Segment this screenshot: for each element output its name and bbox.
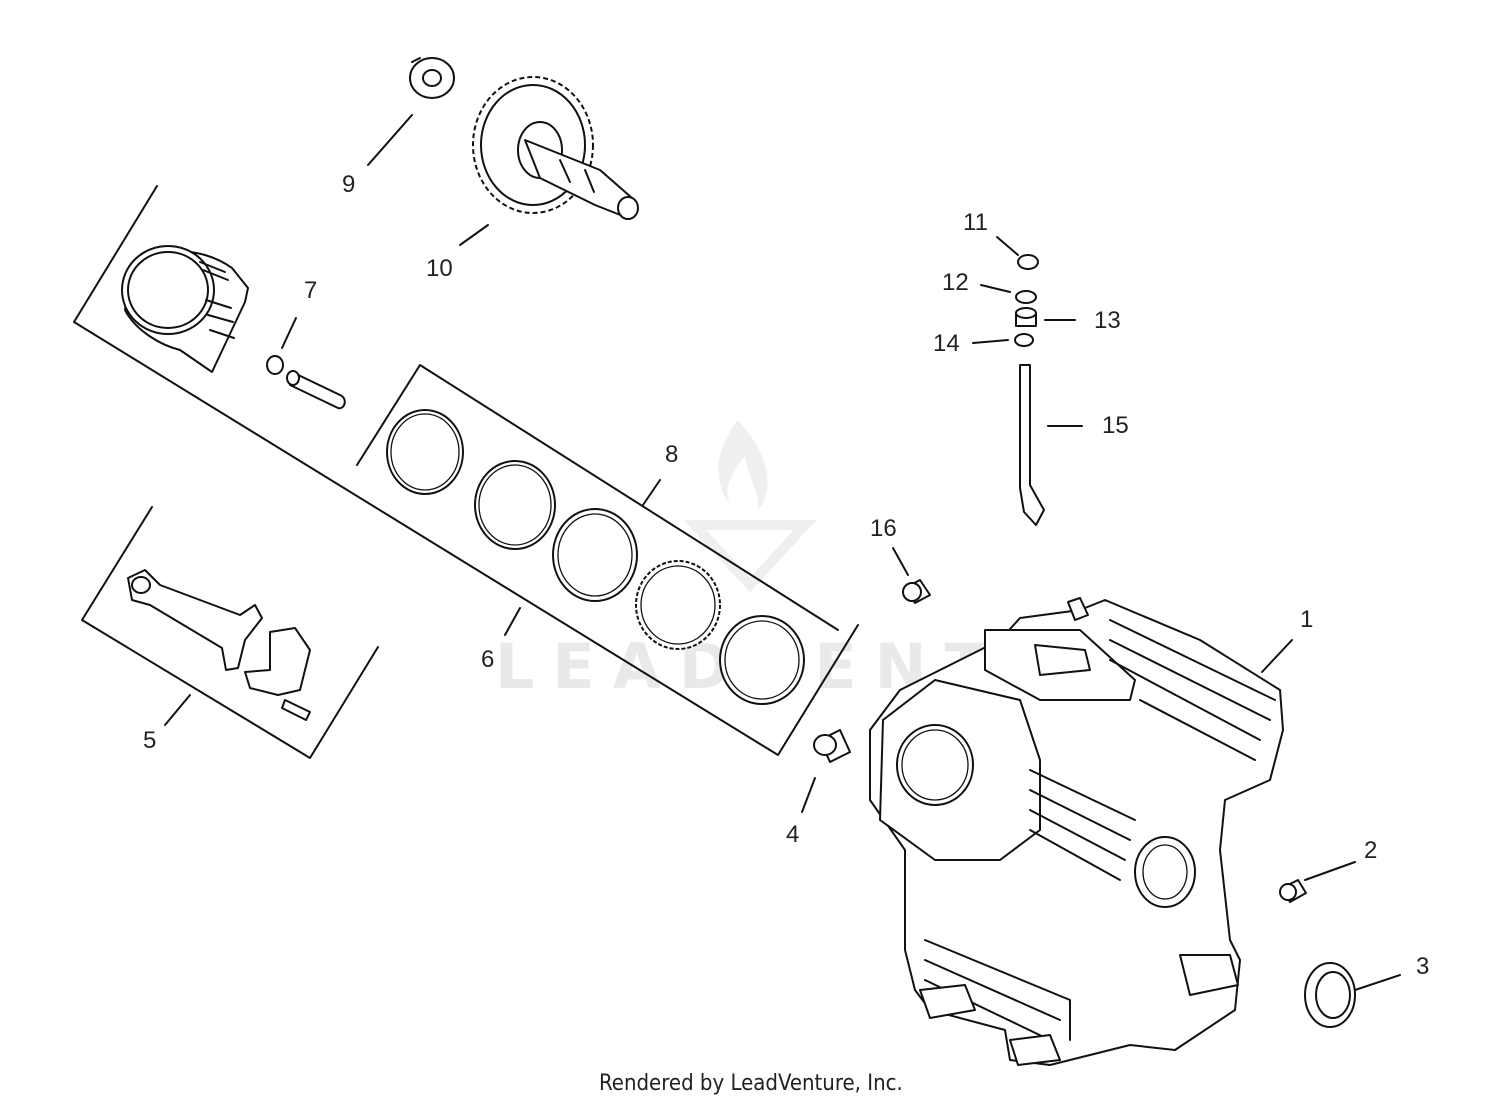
callout-8: 8 [665, 441, 678, 468]
breather-assembly-part [1014, 254, 1045, 526]
callout-10: 10 [426, 255, 453, 282]
callout-5: 5 [143, 727, 156, 754]
piston-pin-part [266, 355, 346, 410]
leader-lines [164, 114, 1401, 991]
oil-seal-part [1304, 962, 1356, 1028]
camshaft-part [472, 76, 639, 220]
callout-14: 14 [933, 330, 960, 357]
piston-group-box [73, 185, 859, 756]
crankcase-part [869, 597, 1284, 1066]
callout-12: 12 [942, 269, 969, 296]
piston-rings-part [386, 409, 805, 705]
callout-11: 11 [963, 209, 988, 236]
callout-3: 3 [1416, 953, 1429, 980]
callout-2: 2 [1364, 837, 1377, 864]
callout-1: 1 [1300, 606, 1313, 633]
callout-9: 9 [342, 171, 355, 198]
footer-credit: Rendered by LeadVenture, Inc. [599, 1071, 903, 1096]
bushing-part [813, 729, 851, 763]
callout-labels: 1 2 3 4 5 6 7 8 9 10 11 12 13 14 15 16 [143, 171, 1429, 980]
plug-part [902, 579, 931, 604]
callout-15: 15 [1102, 412, 1129, 439]
callout-16: 16 [870, 515, 897, 542]
watermark-logo [683, 420, 817, 593]
callout-6: 6 [481, 646, 494, 673]
ring-set-box [356, 364, 839, 631]
callout-7: 7 [304, 277, 317, 304]
drain-plug-part [1279, 879, 1307, 903]
washer-part [409, 57, 455, 99]
connecting-rod-box [81, 506, 379, 759]
callout-4: 4 [786, 821, 799, 848]
piston-part [121, 245, 249, 373]
connecting-rod-part [127, 569, 311, 721]
callout-13: 13 [1094, 307, 1121, 334]
